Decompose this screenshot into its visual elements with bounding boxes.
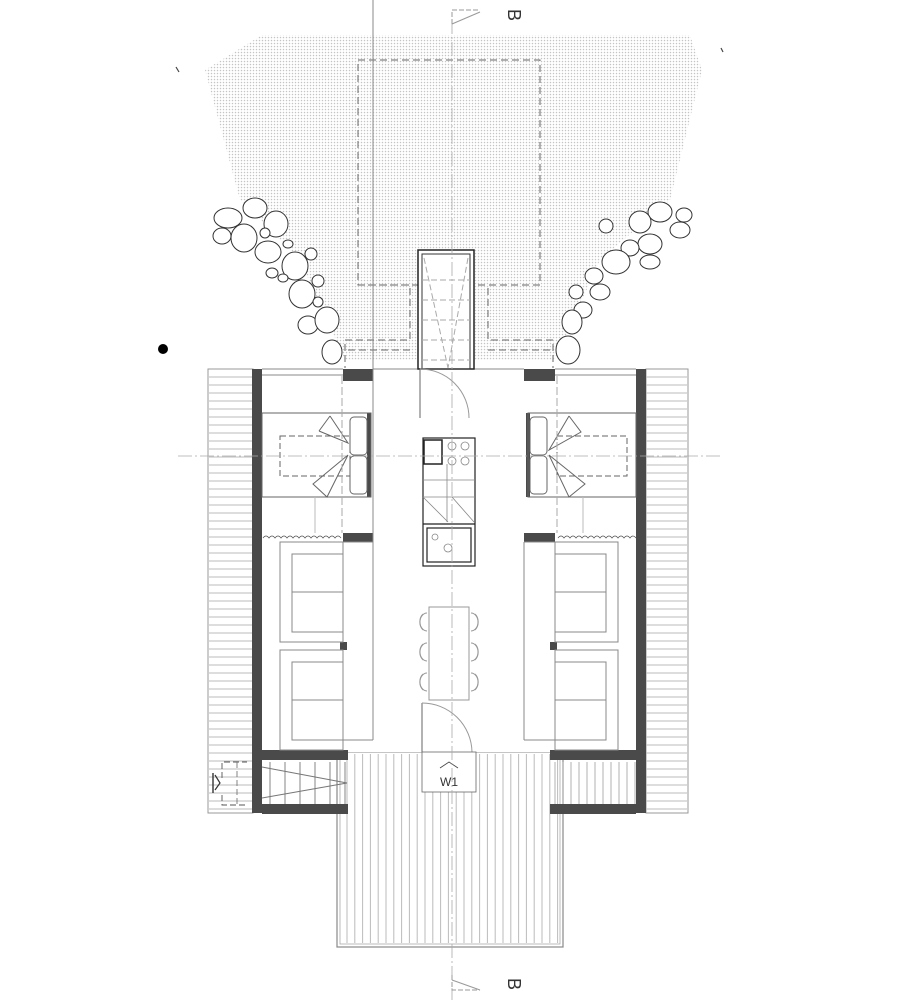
top-wall-lines [262, 368, 636, 376]
living-right [523, 541, 619, 751]
stair-left [212, 761, 348, 806]
stippled-terrace [205, 35, 702, 360]
stair-right [554, 762, 636, 804]
living-left [279, 0, 374, 751]
building-floor [253, 369, 646, 752]
tick-mark-left [175, 66, 180, 73]
side-deck-left [207, 368, 254, 814]
stone-wall-left [212, 197, 343, 365]
window-tag-label: W1 [440, 775, 458, 789]
section-marker-bottom: B [451, 975, 524, 991]
dining [419, 606, 479, 701]
section-marker-top: B [451, 9, 524, 25]
axis-lines [178, 20, 720, 1000]
window-tag: W1 [421, 751, 477, 793]
curtain-left [262, 535, 342, 539]
walls [252, 369, 646, 814]
door-bottom [421, 702, 473, 753]
central-kitchen [422, 437, 476, 567]
stone-wall-right [555, 201, 693, 365]
reference-dot [158, 344, 168, 354]
side-deck-right [645, 368, 689, 814]
bedroom-left [261, 376, 372, 533]
section-letter-bottom: B [504, 978, 524, 990]
tick-mark-right [720, 47, 724, 53]
entry-stair [417, 249, 475, 370]
door-top [419, 368, 470, 419]
curtain-right [557, 535, 637, 539]
section-letter-top: B [504, 9, 524, 21]
front-deck [336, 751, 564, 948]
